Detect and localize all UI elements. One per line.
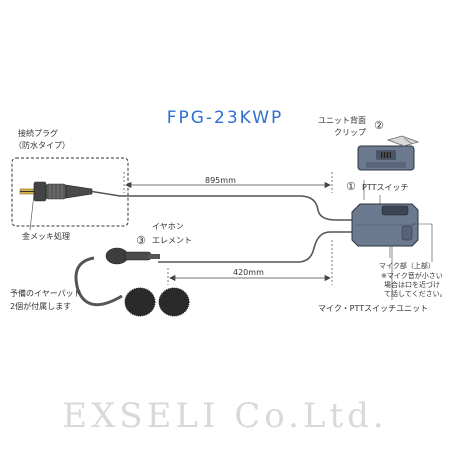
earphone-element: [74, 247, 160, 307]
mic-part-label: マイク部（上部）: [379, 262, 435, 270]
earphone-label-1: イヤホン: [152, 222, 184, 231]
main-cable-length: 895mm: [205, 176, 236, 185]
spare-pads-label-1: 予備のイヤーパッド: [10, 289, 82, 298]
unit-back-clip: [357, 135, 420, 171]
unit-name-label: マイク・PTTスイッチユニット: [318, 304, 429, 313]
dimension-895: [123, 172, 333, 193]
clip-marker: ②: [374, 119, 384, 132]
plug-label: 接続プラグ: [18, 129, 58, 138]
gold-plating-label: 金メッキ処理: [22, 232, 70, 241]
clip-label-2: クリップ: [334, 128, 366, 137]
model-name: FPG-23KWP: [166, 108, 284, 128]
company-watermark: EXSELI Co.Ltd.: [62, 396, 388, 436]
clip-label-1: ユニット背面: [318, 116, 366, 125]
earphone-marker: ③: [136, 234, 146, 247]
mic-note-3: て話してください。: [384, 290, 447, 298]
mic-note-1: ※マイク音が小さい: [381, 272, 443, 280]
ptt-marker: ①: [346, 180, 356, 193]
connector-plug: [19, 181, 93, 202]
spare-ear-pads: [124, 287, 190, 317]
spare-pads-label-2: 2個が付属します: [10, 302, 72, 311]
mic-ptt-unit: [351, 203, 419, 247]
earphone-cable-length: 420mm: [233, 268, 264, 277]
earphone-label-2: エレメント: [152, 236, 192, 245]
plug-waterproof-label: （防水タイプ）: [14, 141, 70, 150]
main-cable: [91, 190, 354, 221]
ptt-switch-label: PTTスイッチ: [362, 183, 409, 192]
leader-lines: [29, 180, 433, 300]
dimension-420: [167, 240, 333, 285]
mic-note-2: 場合は口を近づけ: [384, 281, 440, 289]
earphone-cable: [158, 231, 354, 263]
